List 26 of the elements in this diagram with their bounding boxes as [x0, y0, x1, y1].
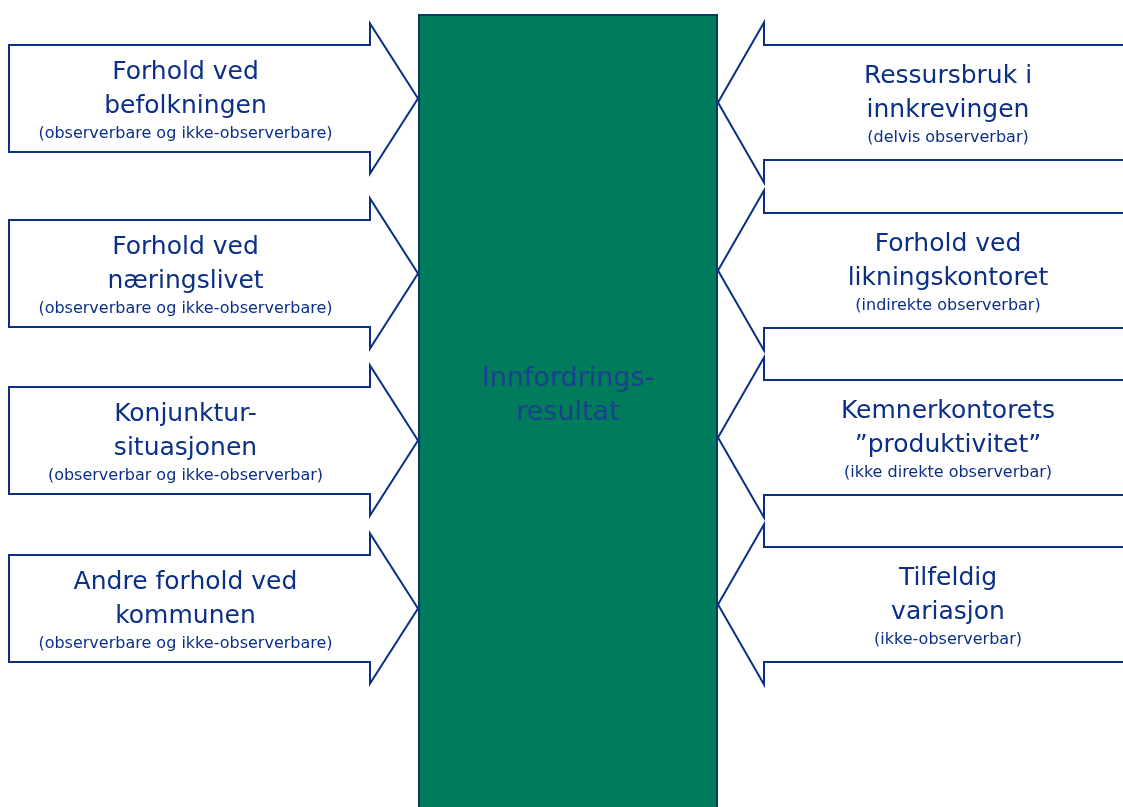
observability-note: (ikke direkte observerbar): [843, 460, 1053, 483]
arrow-heading: Kemnerkontorets ”produktivitet”: [839, 393, 1057, 460]
observability-note: (observerbare og ikke-observerbare): [38, 631, 333, 654]
block-arrow: [716, 520, 1123, 689]
block-arrow: [716, 186, 1123, 355]
block-arrow: [716, 18, 1123, 187]
arrow-heading: Forhold ved befolkningen: [103, 54, 268, 121]
block-arrow: [8, 530, 420, 687]
arrow-heading: Konjunktur- situasjonen: [112, 396, 259, 463]
observability-note: (ikke-observerbar): [874, 627, 1022, 650]
box-title: Innfordrings- resultat: [480, 360, 656, 428]
observability-note: (observerbar og ikke-observerbar): [47, 463, 324, 486]
result-box: [418, 14, 718, 807]
block-arrow: [8, 362, 420, 519]
arrow-heading: Forhold ved likningskontoret: [846, 226, 1050, 293]
observability-note: (indirekte observerbar): [855, 293, 1041, 316]
block-arrow: [716, 353, 1123, 522]
block-arrow: [8, 195, 420, 352]
arrow-heading: Andre forhold ved kommunen: [72, 564, 299, 631]
arrow-heading: Tilfeldig variasjon: [890, 560, 1006, 627]
observability-note: (observerbare og ikke-observerbare): [38, 121, 333, 144]
arrow-heading: Ressursbruk i innkrevingen: [862, 58, 1034, 125]
arrow-heading: Forhold ved næringslivet: [106, 229, 265, 296]
observability-note: (delvis observerbar): [867, 125, 1029, 148]
observability-note: (observerbare og ikke-observerbare): [38, 296, 333, 319]
block-arrow: [8, 20, 420, 177]
